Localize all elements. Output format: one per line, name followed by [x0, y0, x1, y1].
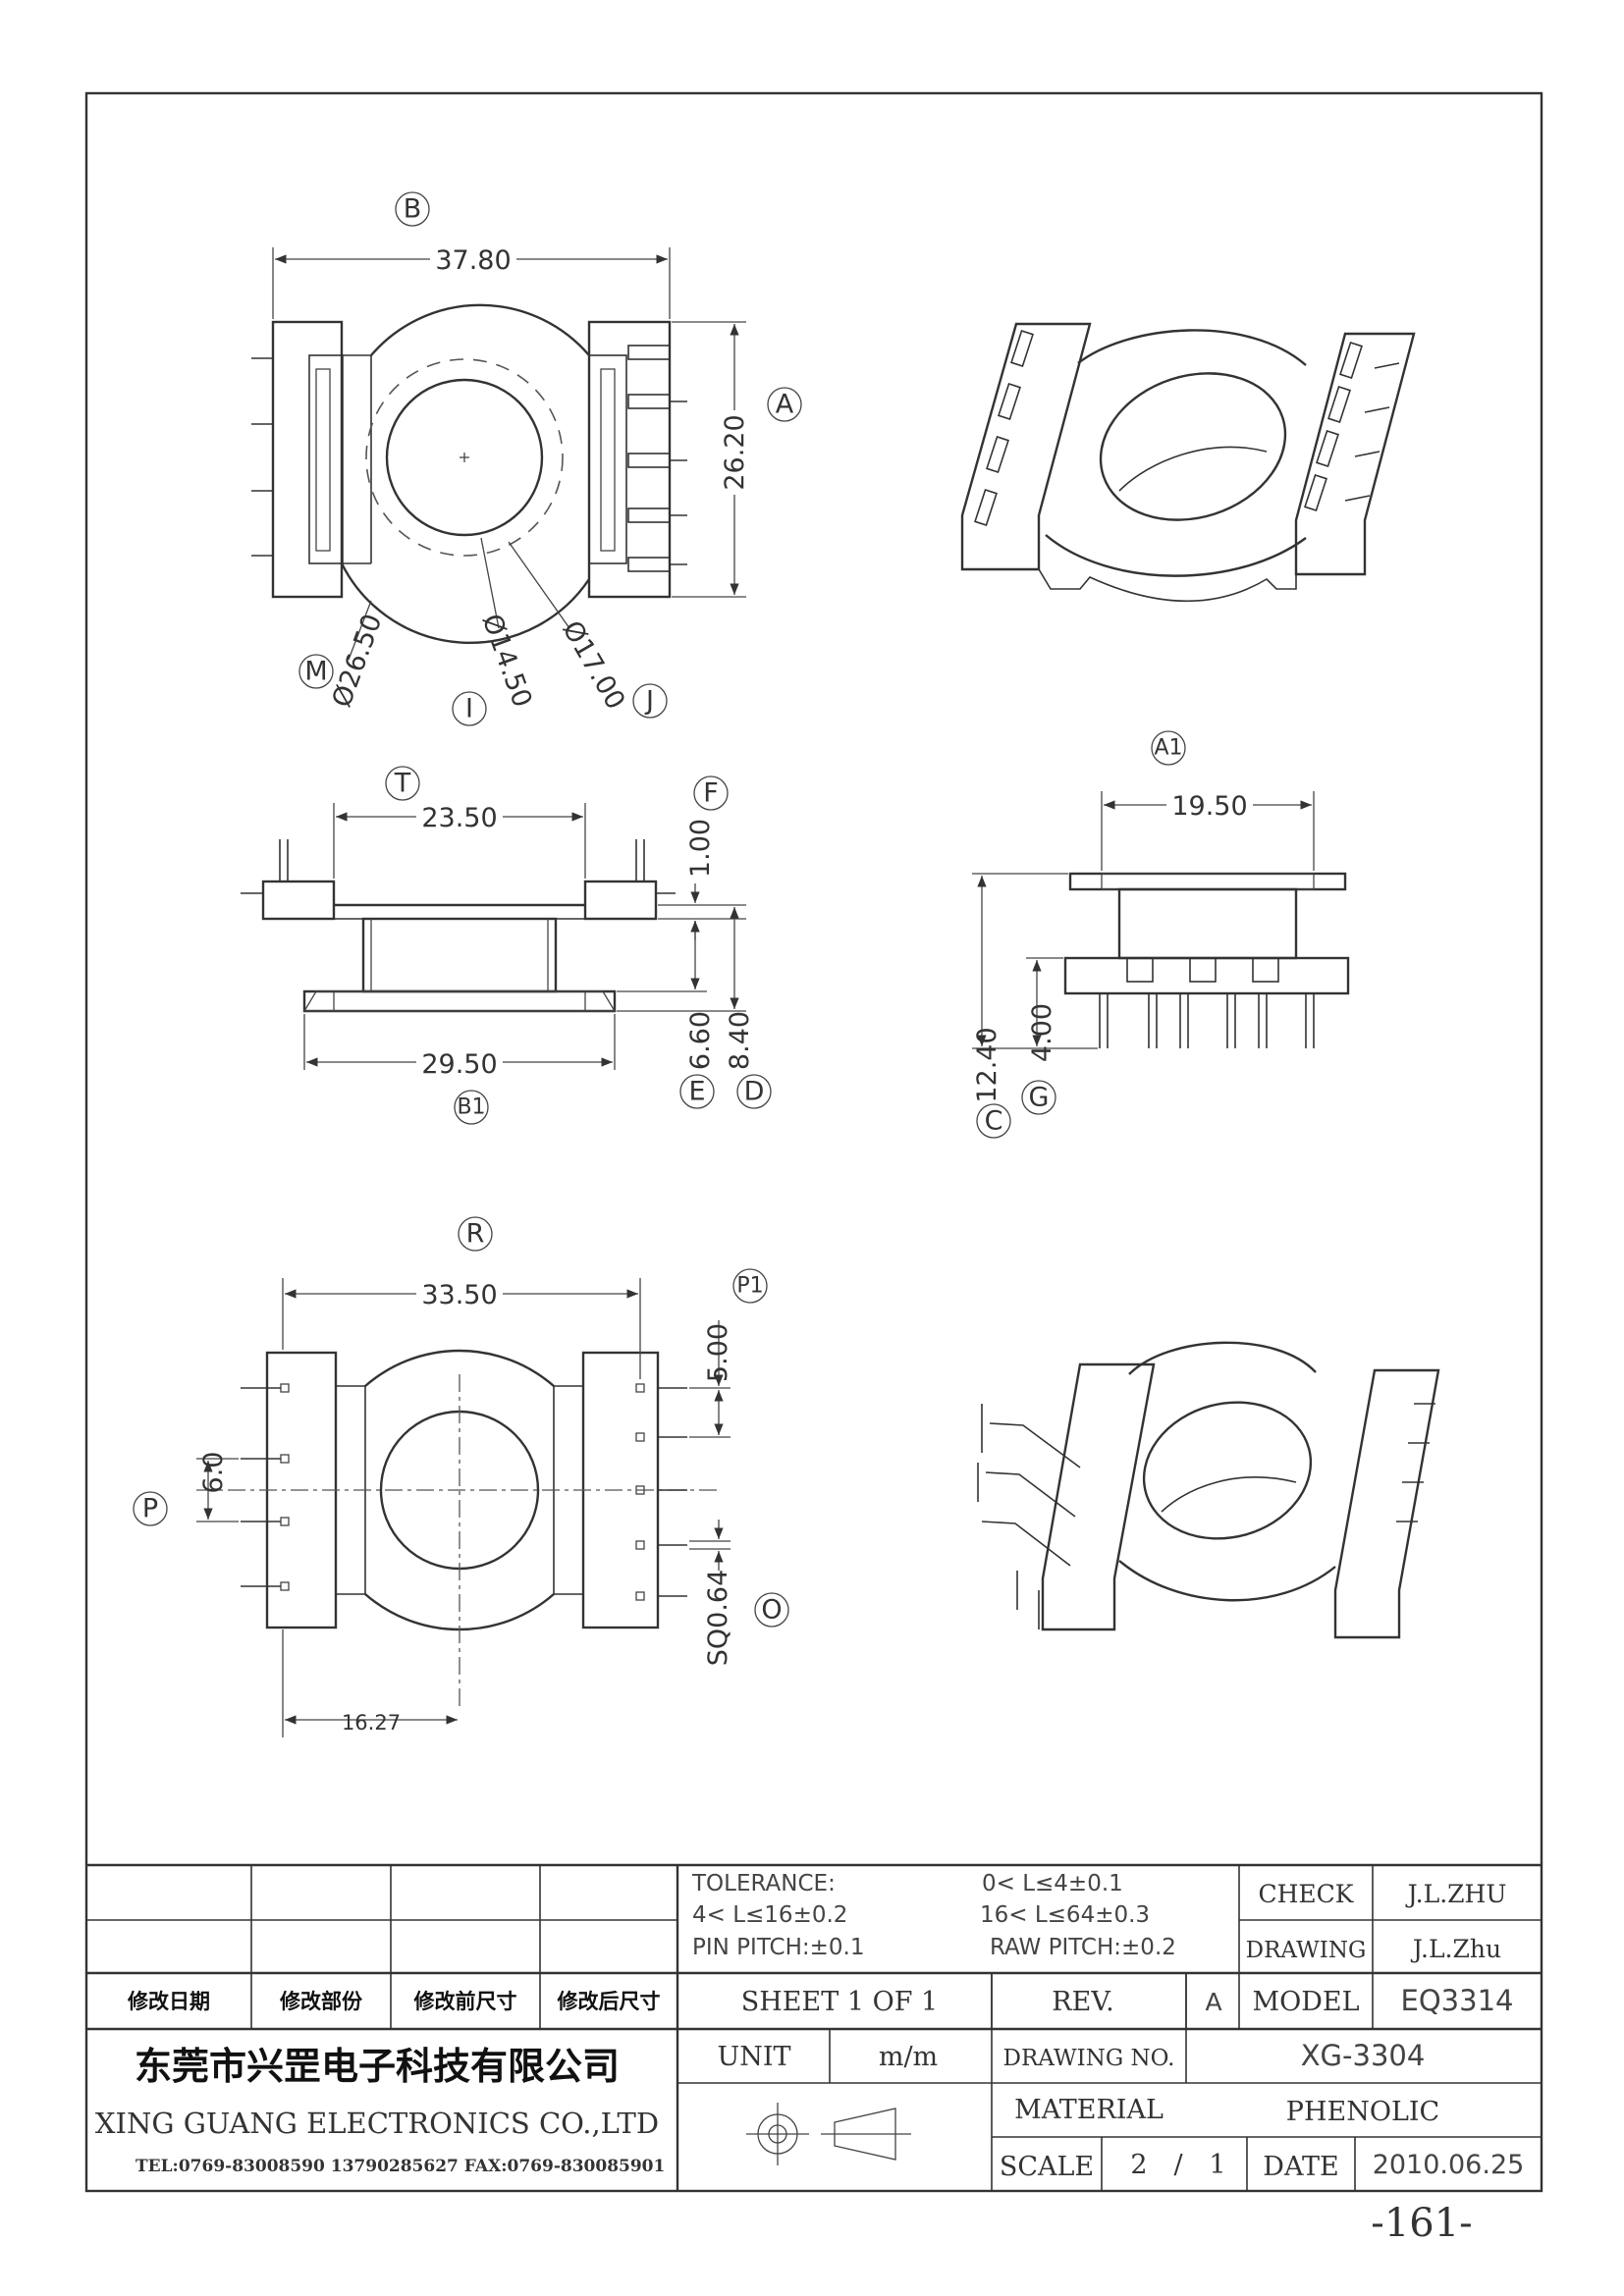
drawing-border [84, 91, 1543, 2193]
material-value: PHENOLIC [1286, 2097, 1439, 2127]
drawing-no-label: DRAWING NO. [1003, 2046, 1175, 2071]
front-total-label: D [744, 1077, 765, 1107]
unit-value: m/m [879, 2042, 938, 2072]
top-dia-outer-label: M [304, 657, 327, 687]
bottom-width-label: R [466, 1219, 485, 1250]
bottom-pin-sq-dim: SQ0.64 [703, 1570, 733, 1667]
top-view: 37.80 B 26.20 A Ø26.50 Ø14.50 Ø17.00 M I… [251, 191, 802, 726]
tolerance-2: 4< L≤16±0.2 [692, 1902, 847, 1928]
rev-header-before: 修改前尺寸 [413, 1990, 517, 2013]
title-block: 修改日期 修改部份 修改前尺寸 修改后尺寸 TOLERANCE: 0< L≤4±… [86, 1863, 1542, 2191]
model-value: EQ3314 [1401, 1984, 1514, 2017]
top-dia-mid: Ø17.00 [556, 615, 630, 715]
bottom-row-dim: 6.0 [198, 1452, 229, 1494]
rev-header-part: 修改部份 [279, 1990, 363, 2013]
front-bottom-dim: 29.50 [421, 1049, 497, 1080]
bottom-width-dim: 33.50 [421, 1280, 497, 1310]
projection-symbol-icon [746, 2103, 911, 2165]
unit-label: UNIT [717, 2042, 790, 2072]
drawing-label: DRAWING [1246, 1938, 1367, 1963]
check-label: CHECK [1259, 1880, 1355, 1908]
front-view: 23.50 T 29.50 B1 1.00 6.60 8.40 F E D [241, 766, 772, 1125]
rev-value: A [1205, 1988, 1221, 2016]
scale-label: SCALE [1000, 2152, 1094, 2182]
front-top-label: T [394, 769, 411, 799]
company-en: XING GUANG ELECTRONICS CO.,LTD [95, 2107, 659, 2140]
tolerance-1: 0< L≤4±0.1 [982, 1871, 1123, 1896]
scale-numerator: 2 [1130, 2150, 1147, 2180]
top-dia-inner: Ø14.50 [476, 610, 538, 711]
scale-denominator: 1 [1209, 2150, 1225, 2180]
side-pin-label: G [1029, 1083, 1050, 1113]
side-pin-dim: 4.00 [1027, 1003, 1057, 1062]
scale-separator: / [1173, 2150, 1183, 2180]
rev-header-after: 修改后尺寸 [557, 1990, 661, 2013]
top-width-dim: 37.80 [435, 245, 511, 276]
pin-pitch: PIN PITCH:±0.1 [692, 1935, 864, 1960]
side-width-dim: 19.50 [1171, 791, 1247, 822]
top-dia-inner-label: I [465, 694, 473, 724]
check-value: J.L.ZHU [1405, 1880, 1507, 1908]
drawing-no-value: XG-3304 [1301, 2039, 1426, 2072]
front-flange-dim: 1.00 [685, 819, 716, 878]
date-label: DATE [1263, 2152, 1338, 2182]
top-dia-mid-label: J [644, 686, 654, 717]
rev-header-date: 修改日期 [127, 1990, 210, 2013]
tolerance-3: 16< L≤64±0.3 [980, 1902, 1150, 1928]
top-dia-outer: Ø26.50 [327, 610, 389, 711]
top-width-label: B [404, 194, 422, 225]
front-flange-label: F [703, 778, 719, 809]
side-view: 19.50 A1 12.40 4.00 C G [972, 730, 1350, 1139]
contact-info: TEL:0769-83008590 13790285627 FAX:0769-8… [135, 2157, 665, 2176]
top-height-label: A [776, 390, 794, 420]
isometric-view-top [960, 322, 1416, 603]
bottom-pitch-label: P1 [736, 1274, 763, 1299]
side-width-label: A1 [1154, 736, 1182, 761]
bottom-pitch-dim: 5.00 [703, 1323, 733, 1382]
rev-label: REV. [1052, 1987, 1113, 2017]
bottom-pin-sq-label: O [761, 1595, 782, 1626]
front-bottom-label: B1 [457, 1095, 485, 1120]
model-label: MODEL [1252, 1987, 1359, 2017]
bottom-view: 33.50 R 5.00 P1 6.0 P SQ0.64 O 16.27 [133, 1216, 789, 1737]
raw-pitch: RAW PITCH:±0.2 [990, 1935, 1176, 1960]
front-total-dim: 8.40 [725, 1011, 755, 1070]
front-winding-dim: 6.60 [685, 1011, 716, 1070]
bottom-row-label: P [142, 1494, 158, 1524]
top-height-dim: 26.20 [720, 414, 750, 490]
material-label: MATERIAL [1014, 2095, 1164, 2125]
drawing-value: J.L.Zhu [1410, 1935, 1501, 1963]
date-value: 2010.06.25 [1373, 2150, 1525, 2180]
side-height-label: C [985, 1106, 1003, 1137]
isometric-view-bottom [977, 1341, 1440, 1639]
bottom-offset-dim: 16.27 [342, 1711, 401, 1735]
sheet-info: SHEET 1 OF 1 [741, 1987, 938, 2017]
side-height-dim: 12.40 [972, 1027, 1002, 1102]
company-cn: 东莞市兴罡电子科技有限公司 [135, 2045, 620, 2088]
tolerance-label: TOLERANCE: [691, 1871, 836, 1896]
page-number: -161- [1371, 2201, 1472, 2246]
front-top-dim: 23.50 [421, 803, 497, 833]
front-winding-label: E [688, 1077, 705, 1107]
